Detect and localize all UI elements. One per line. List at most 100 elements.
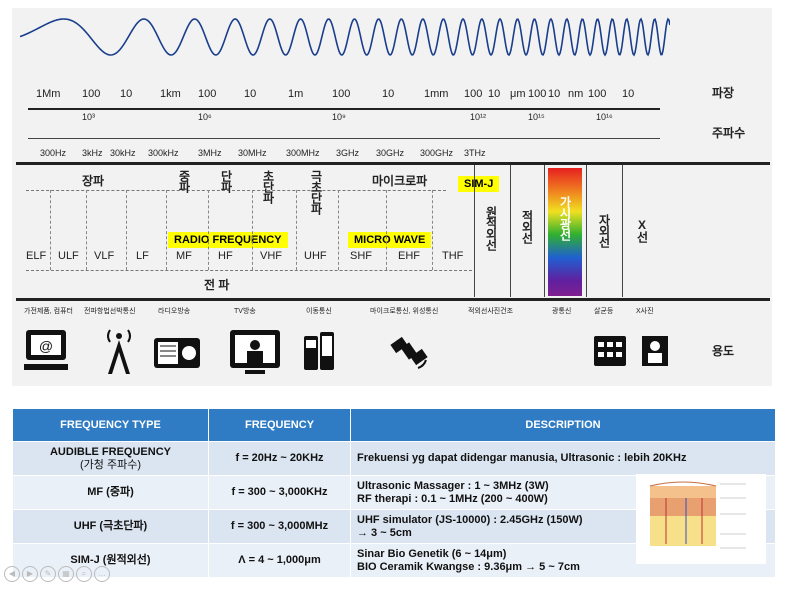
wl-row-item: 10	[622, 88, 635, 100]
use-row-item: 전파항법선박통신	[84, 308, 136, 315]
exp-row-item: 10⁶	[198, 112, 212, 122]
sub-row-item: VLF	[94, 250, 115, 262]
band-separator	[50, 190, 51, 270]
slides-icon[interactable]: ▦	[58, 566, 74, 582]
visible-light-label: 가시광선	[558, 196, 572, 240]
cell-type: AUDIBLE FREQUENCY(가청 주파수)	[12, 441, 209, 476]
fq-row-item: 3GHz	[336, 148, 360, 158]
exp-row-item: 10⁹	[332, 112, 346, 122]
more-icon[interactable]: …	[94, 566, 110, 582]
fq-row-item: 3MHz	[198, 148, 222, 158]
use-row-item: 라디오방송	[158, 308, 191, 315]
micro-short-wave-label: 극초단파	[309, 170, 323, 214]
long-wave-label: 장파	[82, 174, 105, 188]
exp-row-item: 10¹⁵	[528, 112, 545, 122]
ultra-short-wave-label: 초단파	[261, 170, 275, 203]
next-icon[interactable]: ▶	[22, 566, 38, 582]
wl-row-item: 100	[464, 88, 483, 100]
desc-text-2: → 3 ~ 5cm	[357, 526, 412, 539]
use-row-item: 이동통신	[306, 308, 332, 315]
sub-row-item: HF	[218, 250, 233, 262]
visible-spectrum-bar	[548, 168, 582, 296]
fq-row-item: 30GHz	[376, 148, 405, 158]
wl-row-item: 100	[82, 88, 101, 100]
wl-row-item: 100	[332, 88, 351, 100]
fq-row-item: 300MHz	[286, 148, 320, 158]
wl-row-item: 10	[548, 88, 561, 100]
wavelength-axis	[28, 108, 660, 110]
radio-wave-label: 전 파	[204, 278, 230, 292]
sub-row-item: ELF	[26, 250, 47, 262]
cell-frequency: f = 300 ~ 3,000KHz	[208, 475, 351, 510]
band-bottom-line	[16, 298, 770, 301]
header-frequency: FREQUENCY	[208, 408, 351, 442]
separator	[544, 165, 545, 297]
satellite-icon	[390, 336, 428, 369]
short-wave-label: 단파	[219, 170, 233, 192]
fq-row-item: 300Hz	[40, 148, 67, 158]
cell-type: MF (중파)	[12, 475, 209, 510]
wave-graphic	[20, 17, 670, 57]
band-separator	[252, 190, 253, 270]
header-description: DESCRIPTION	[350, 408, 776, 442]
use-icons: @	[12, 326, 702, 382]
cell-type: UHF (극초단파)	[12, 509, 209, 544]
separator	[622, 165, 623, 297]
band-separator	[126, 190, 127, 270]
wl-row-item: 100	[198, 88, 217, 100]
sub-row-item: VHF	[260, 250, 282, 262]
antenna-tower-icon	[107, 329, 131, 374]
wl-row-item: 10	[244, 88, 257, 100]
fq-row-item: 30MHz	[238, 148, 267, 158]
sim-j-label: SIM-J	[458, 176, 500, 192]
radio-frequency-label: RADIO FREQUENCY	[168, 232, 288, 248]
use-row-item: 적외선사진건조	[468, 308, 514, 315]
band-separator	[296, 190, 297, 270]
sub-row-item: SHF	[350, 250, 372, 262]
separator	[586, 165, 587, 297]
desc-text: Sinar Bio Genetik (6 ~ 14μm)	[357, 547, 507, 560]
table-row: AUDIBLE FREQUENCY(가청 주파수) f = 20Hz ~ 20K…	[12, 441, 776, 476]
use-row-item: TV방송	[234, 308, 256, 315]
sub-row-item: LF	[136, 250, 149, 262]
desc-text-2: RF therapi : 0.1 ~ 1MHz (200 ~ 400W)	[357, 492, 548, 505]
use-row-item: 마이크로통신, 위성통신	[370, 308, 439, 315]
separator	[474, 165, 475, 297]
wl-row-item: nm	[568, 88, 584, 100]
use-row-item: 살균등	[594, 308, 614, 315]
wl-row-item: 100	[528, 88, 547, 100]
person-xray-icon	[642, 336, 668, 366]
pen-icon[interactable]: ✎	[40, 566, 56, 582]
fq-row-item: 3THz	[464, 148, 486, 158]
microwave-label: 마이크로파	[372, 174, 428, 188]
band-separator	[208, 190, 209, 270]
desc-text: Ultrasonic Massager : 1 ~ 3MHz (3W)	[357, 479, 549, 492]
wavelength-label: 파장	[712, 86, 735, 100]
infrared-label: 적외선	[520, 210, 534, 243]
wl-row-item: 10	[120, 88, 133, 100]
cell-frequency: f = 20Hz ~ 20KHz	[208, 441, 351, 476]
band-top-line	[16, 162, 770, 165]
sub-row-item: EHF	[398, 250, 420, 262]
xray-label: X선	[635, 218, 649, 242]
cell-frequency: f = 300 ~ 3,000MHz	[208, 509, 351, 544]
micro-wave-label: MICRO WAVE	[348, 232, 432, 248]
grid-device-icon	[594, 336, 626, 366]
zoom-icon[interactable]: ⌕	[76, 566, 92, 582]
frequency-axis	[28, 138, 660, 139]
wl-row-item: 1m	[288, 88, 304, 100]
wl-row-item: μm	[510, 88, 526, 100]
band-separator	[166, 190, 167, 270]
band-separator	[338, 190, 339, 270]
header-frequency-type: FREQUENCY TYPE	[12, 408, 209, 442]
previous-icon[interactable]: ◀	[4, 566, 20, 582]
wl-row-item: 100	[588, 88, 607, 100]
radio-icon	[154, 338, 200, 368]
fq-row-item: 300kHz	[148, 148, 179, 158]
